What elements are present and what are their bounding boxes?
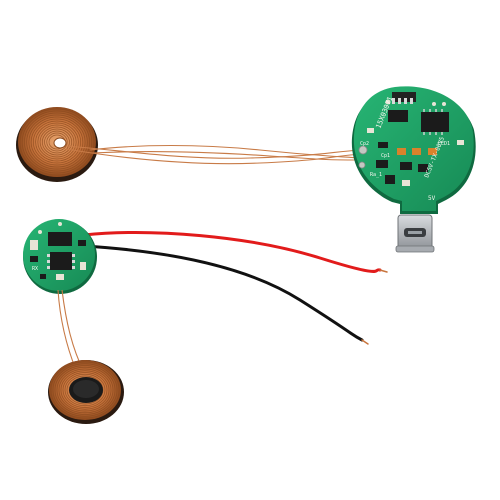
transmitter-coil: [16, 107, 98, 182]
coil-winding: [62, 372, 108, 408]
coil-winding: [28, 116, 86, 168]
receiver-coil: [48, 360, 124, 424]
coil-winding: [35, 122, 79, 162]
coil-winding: [37, 124, 77, 160]
board-label: LED1: [438, 141, 450, 147]
red-wire: [82, 231, 382, 273]
coil-winding: [30, 118, 84, 166]
coil-winding: [26, 114, 88, 170]
board-label: Ra_1: [370, 172, 382, 178]
board-label: 5V: [428, 195, 436, 202]
coil-winding: [52, 363, 118, 417]
coil-winding: [19, 108, 95, 176]
ic-chip: [421, 109, 449, 135]
usb-port: [395, 214, 435, 253]
coil-winding: [54, 365, 116, 415]
black-wire: [82, 244, 364, 342]
coil-winding: [39, 126, 75, 158]
transmitter-coil-wires: [65, 144, 363, 165]
power-wires: [82, 231, 388, 345]
coil-winding: [41, 128, 73, 156]
receiver-board: RX: [23, 219, 97, 294]
coil-winding: [21, 110, 93, 174]
coil-winding: [50, 361, 120, 419]
transmitter-board: 15X03071 Cp1 LED1 Cp2 Ra_1 DC5V-TX-00V5 …: [351, 86, 476, 253]
coil-winding: [33, 120, 81, 164]
board-label: Cp2: [360, 141, 369, 147]
coil-winding: [46, 132, 68, 152]
coil-winding: [58, 368, 112, 412]
coil-winding: [24, 112, 90, 172]
ic-chip: [392, 92, 416, 102]
ic-chip: [48, 232, 72, 246]
smd-components: [30, 222, 86, 280]
coil-winding: [64, 373, 106, 407]
smd-components: [358, 99, 464, 186]
coil-winding: [56, 366, 114, 414]
ic-chip: [388, 110, 408, 122]
coil-winding: [60, 370, 110, 410]
board-label: RX: [32, 266, 38, 272]
coil-winding: [44, 130, 70, 154]
receiver-coil-wires: [57, 289, 85, 373]
board-label: Cp1: [381, 153, 390, 159]
ic-chip: [50, 252, 72, 270]
